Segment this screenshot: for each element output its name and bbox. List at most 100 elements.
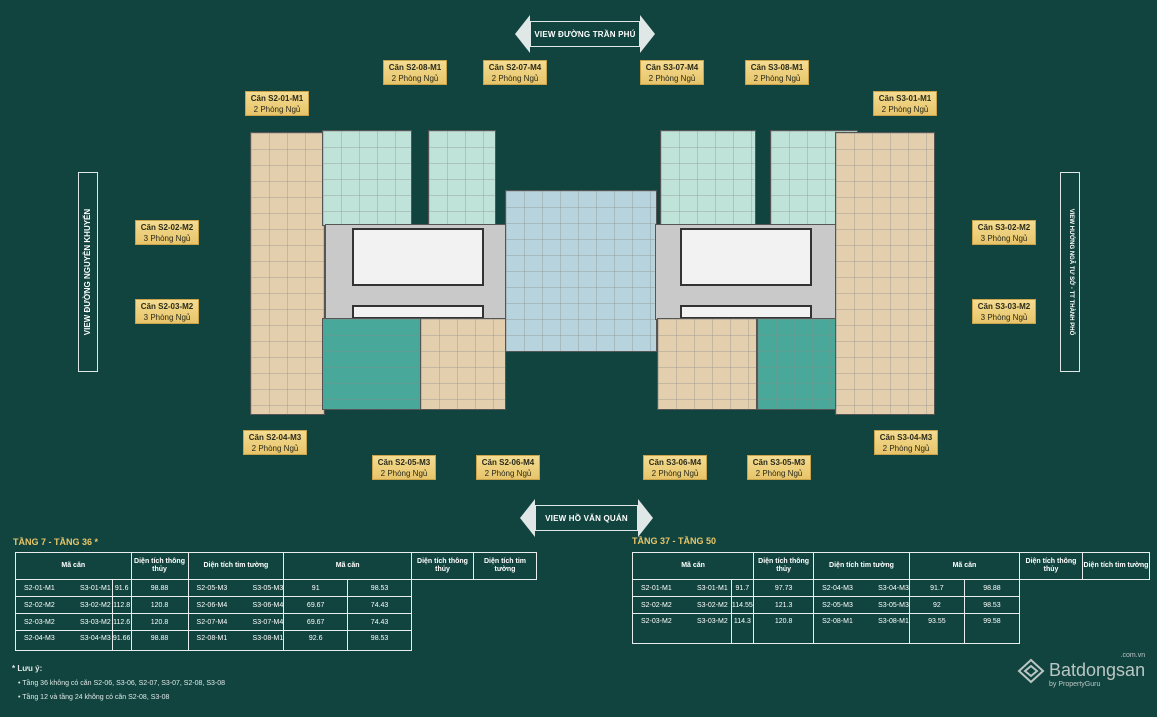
unit-block (428, 130, 496, 226)
table-cell: 98.53 (963, 596, 1021, 614)
table1-title: TẦNG 7 - TẦNG 36 * (13, 537, 99, 547)
table-cell: 98.88 (130, 579, 189, 597)
unit-block (505, 190, 657, 352)
table-cell: 91.7 (908, 579, 965, 597)
unit-block (757, 318, 841, 410)
unit-rooms: 2 Phòng Ngủ (491, 74, 539, 83)
table-cell: 112.6 (111, 613, 132, 631)
table-cell: 120.8 (130, 596, 189, 614)
unit-label: Căn S2-01-M1 2 Phòng Ngủ (245, 91, 309, 116)
unit-code: Căn S2-01-M1 (250, 94, 304, 103)
column-header: Mã căn (908, 552, 1021, 580)
unit-code: Căn S3-01-M1 (878, 94, 932, 103)
table-cell: 99.58 (963, 613, 1021, 644)
table-cell: 91.6 (111, 579, 132, 597)
column-header: Diện tích tim tường (813, 552, 910, 580)
core (352, 305, 484, 319)
unit-code: Căn S3-05-M3 (752, 458, 806, 467)
unit-rooms: 3 Phòng Ngủ (980, 234, 1028, 243)
unit-block (250, 132, 325, 415)
notes-title: * Lưu ý: (12, 664, 43, 673)
unit-label: Căn S3-08-M1 2 Phòng Ngủ (745, 60, 809, 85)
unit-block (322, 130, 412, 226)
table-cell: 112.8 (111, 596, 132, 614)
column-header: Diện tích thông thủy (1019, 552, 1083, 580)
column-header: Mã căn (15, 552, 132, 580)
table-cell: 98.53 (347, 579, 412, 597)
unit-rooms: 2 Phòng Ngủ (648, 74, 696, 83)
logo-byline: by PropertyGuru (1049, 681, 1101, 688)
table-cell: 93.55 (908, 613, 965, 644)
unit-code: Căn S3-04-M3 (879, 433, 933, 442)
logo-name: Batdongsan (1049, 660, 1146, 680)
unit-code: Căn S3-03-M2 (977, 302, 1031, 311)
unit-rooms: 2 Phòng Ngủ (253, 105, 301, 114)
unit-rooms: 2 Phòng Ngủ (753, 74, 801, 83)
table-cell: 91 (283, 579, 349, 597)
table-cell: 98.88 (963, 579, 1021, 597)
table-cell: 74.43 (347, 613, 412, 631)
unit-code: Căn S3-08-M1 (750, 63, 804, 72)
table-cell: 98.53 (347, 630, 412, 651)
table2-title: TẦNG 37 - TẦNG 50 (632, 536, 717, 546)
unit-rooms: 3 Phòng Ngủ (143, 313, 191, 322)
table-cell: 120.8 (130, 613, 189, 631)
table-cell: 98.88 (130, 630, 189, 651)
unit-label: Căn S2-03-M2 3 Phòng Ngủ (135, 299, 199, 324)
table-cell: 69.67 (283, 596, 349, 614)
unit-code: Căn S2-03-M2 (140, 302, 194, 311)
unit-label: Căn S3-01-M1 2 Phòng Ngủ (873, 91, 937, 116)
unit-rooms: 2 Phòng Ngủ (882, 444, 930, 453)
core (352, 228, 484, 286)
table-cell: 121.3 (753, 596, 815, 614)
unit-block (657, 318, 757, 410)
column-header: Mã căn (283, 552, 412, 580)
unit-code: Căn S3-06-M4 (648, 458, 702, 467)
logo-icon (1017, 658, 1045, 683)
column-header: Mã căn (631, 552, 755, 580)
unit-label: Căn S3-06-M4 2 Phòng Ngủ (643, 455, 707, 480)
table-cell: 91.66 (111, 630, 132, 651)
column-header: Diện tích thông thủy (411, 552, 474, 580)
unit-rooms: 2 Phòng Ngủ (881, 105, 929, 114)
view-bottom-arrow: VIEW HỒ VĂN QUÁN (520, 499, 653, 537)
unit-code: Căn S2-05-M3 (377, 458, 431, 467)
table-cell: 114.55 (730, 596, 755, 614)
table-cell: 92 (908, 596, 965, 614)
unit-code: Căn S2-04-M3 (248, 433, 302, 442)
unit-rooms: 2 Phòng Ngủ (651, 469, 699, 478)
core (680, 228, 812, 286)
unit-rooms: 3 Phòng Ngủ (143, 234, 191, 243)
unit-block (322, 318, 422, 410)
table-cell: 91.7 (730, 579, 755, 597)
unit-rooms: 2 Phòng Ngủ (484, 469, 532, 478)
column-header: Diện tích thông thủy (753, 552, 815, 580)
table-cell: 92.6 (283, 630, 349, 651)
column-header: Diện tích tim tường (1082, 552, 1150, 580)
unit-label: Căn S3-04-M3 2 Phòng Ngủ (874, 430, 938, 455)
